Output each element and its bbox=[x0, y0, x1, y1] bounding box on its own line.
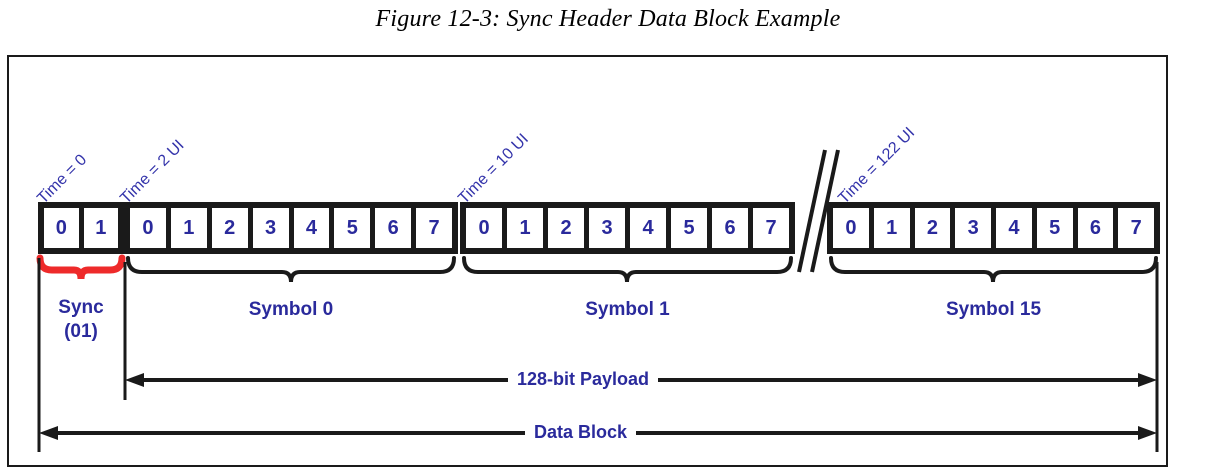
bit-cell: 5 bbox=[334, 208, 371, 248]
bit-cell: 4 bbox=[996, 208, 1032, 248]
bit-cell: 3 bbox=[589, 208, 625, 248]
bit-group-symbol15: 0 1 2 3 4 5 6 7 bbox=[827, 202, 1160, 254]
bit-cell: 7 bbox=[416, 208, 452, 248]
bit-cell: 0 bbox=[466, 208, 502, 248]
group-label-symbol1: Symbol 1 bbox=[585, 299, 670, 320]
bit-cell: 7 bbox=[753, 208, 789, 248]
bit-cell: 1 bbox=[83, 208, 118, 248]
bit-cell: 0 bbox=[130, 208, 166, 248]
bit-cell: 2 bbox=[914, 208, 951, 248]
bit-cell: 6 bbox=[1077, 208, 1114, 248]
bit-cell: 5 bbox=[671, 208, 707, 248]
bit-cell: 6 bbox=[375, 208, 412, 248]
bit-cell: 0 bbox=[44, 208, 79, 248]
bit-cell: 4 bbox=[630, 208, 666, 248]
bit-cell: 1 bbox=[507, 208, 543, 248]
bit-cell: 1 bbox=[873, 208, 910, 248]
measure-label-payload: 128-bit Payload bbox=[508, 369, 659, 390]
bit-cell: 6 bbox=[712, 208, 748, 248]
bit-group-symbol0: 0 1 2 3 4 5 6 7 bbox=[124, 202, 458, 254]
bit-group-sync: 0 1 bbox=[38, 202, 124, 254]
diagram-frame bbox=[7, 55, 1168, 467]
sync-label-line1: Sync bbox=[58, 297, 104, 318]
figure-title: Figure 12-3: Sync Header Data Block Exam… bbox=[375, 6, 841, 32]
group-label-sync: Sync (01) bbox=[38, 296, 124, 345]
bit-cell: 3 bbox=[252, 208, 289, 248]
group-label-symbol0: Symbol 0 bbox=[248, 299, 334, 320]
bit-cell: 7 bbox=[1118, 208, 1154, 248]
bit-group-symbol1: 0 1 2 3 4 5 6 7 bbox=[460, 202, 795, 254]
bit-cell: 0 bbox=[833, 208, 869, 248]
bit-cell: 2 bbox=[548, 208, 584, 248]
sync-label-line2: (01) bbox=[64, 321, 98, 343]
bit-cell: 4 bbox=[293, 208, 330, 248]
bit-cell: 1 bbox=[170, 208, 207, 248]
bit-cell: 3 bbox=[955, 208, 991, 248]
bit-cell: 5 bbox=[1036, 208, 1073, 248]
bit-cell: 2 bbox=[211, 208, 248, 248]
group-label-symbol15: Symbol 15 bbox=[945, 299, 1042, 320]
measure-label-datablock: Data Block bbox=[525, 422, 637, 443]
